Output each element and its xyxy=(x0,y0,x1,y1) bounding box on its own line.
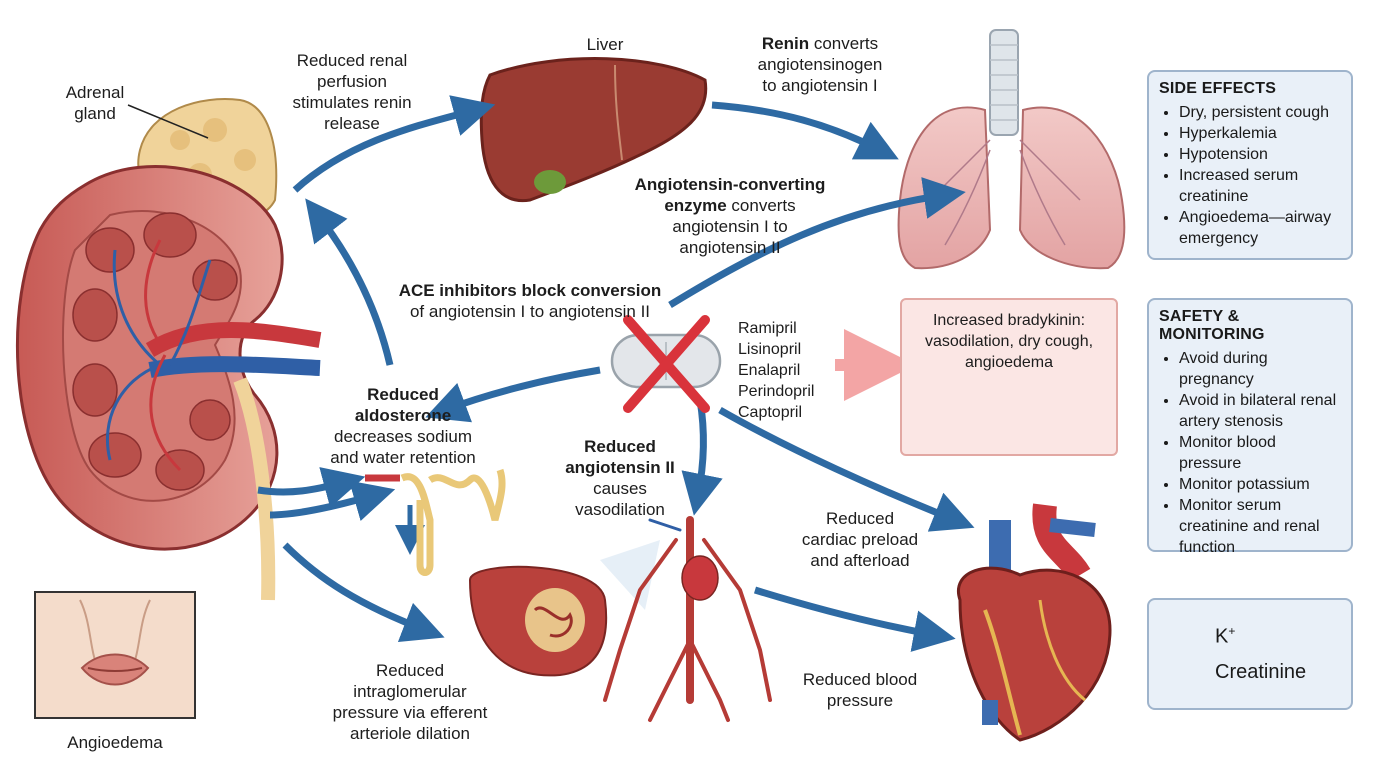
safety-item: Monitor potassium xyxy=(1179,474,1341,495)
pathway-arrows xyxy=(257,95,975,652)
side-effects-box: SIDE EFFECTS Dry, persistent cough Hyper… xyxy=(1147,70,1353,260)
safety-monitoring-box: SAFETY & MONITORING Avoid during pregnan… xyxy=(1147,298,1353,556)
liver-label: Liver xyxy=(586,35,624,54)
heart-illustration xyxy=(956,503,1112,742)
safety-item: Monitor blood pressure xyxy=(1179,432,1341,474)
potassium-label: K+ xyxy=(1215,624,1236,648)
arteriole-cross-section xyxy=(468,540,660,677)
drug-list: Ramipril Lisinopril Enalapril Perindopri… xyxy=(738,318,838,423)
nephron-illustration xyxy=(365,468,506,576)
drug-item: Enalapril xyxy=(738,362,801,379)
creatinine-label: Creatinine xyxy=(1215,661,1307,683)
side-effect-item: Angioedema—airway emergency xyxy=(1179,207,1341,249)
vascular-tree xyxy=(603,516,772,722)
safety-title: SAFETY & MONITORING xyxy=(1159,308,1265,343)
drug-item: Captopril xyxy=(738,404,803,421)
side-effects-title: SIDE EFFECTS xyxy=(1159,80,1277,97)
safety-item: Avoid during pregnancy xyxy=(1179,348,1341,390)
liver-illustration xyxy=(479,57,708,203)
side-effect-item: Increased serum creatinine xyxy=(1179,165,1341,207)
drug-item: Lisinopril xyxy=(738,341,802,358)
drug-item: Ramipril xyxy=(738,320,797,337)
drug-item: Perindopril xyxy=(738,383,815,400)
safety-item: Avoid in bilateral renal artery stenosis xyxy=(1179,390,1341,432)
angioedema-label: Angioedema xyxy=(67,733,163,752)
ace-enzyme-label: Angiotensin-converting enzyme converts a… xyxy=(634,175,826,257)
small-heart xyxy=(681,555,719,601)
safety-item: Monitor serum creatinine and renal funct… xyxy=(1179,495,1341,558)
labs-box: K+ Creatinine xyxy=(1147,598,1353,710)
side-effect-item: Hyperkalemia xyxy=(1179,123,1341,144)
lungs-illustration xyxy=(897,29,1126,270)
bradykinin-box: Increased bradykinin:vasodilation, dry c… xyxy=(900,298,1118,456)
angioedema-face-panel xyxy=(34,591,196,719)
kidney-illustration xyxy=(15,164,322,601)
block-cross xyxy=(623,315,710,413)
side-effect-item: Hypotension xyxy=(1179,144,1341,165)
side-effect-item: Dry, persistent cough xyxy=(1179,102,1341,123)
